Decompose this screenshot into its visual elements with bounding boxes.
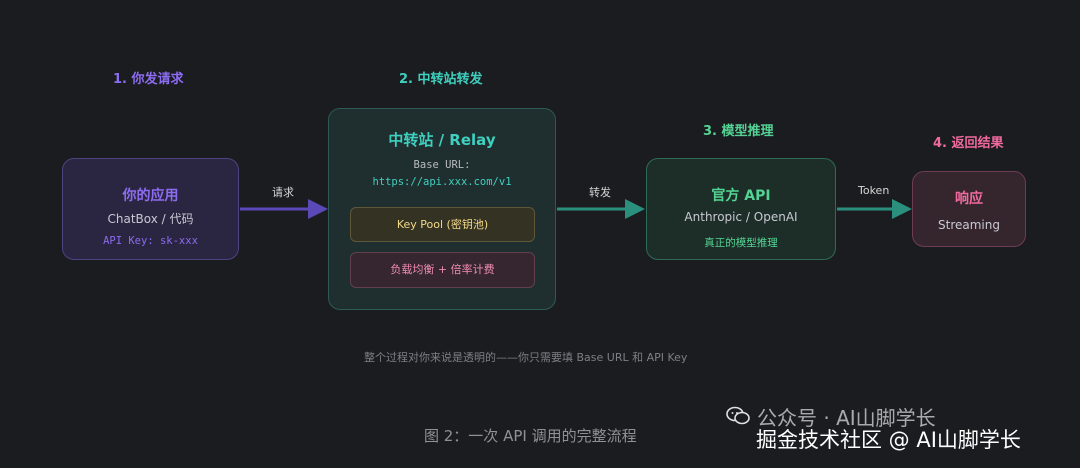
response-subtitle: Streaming: [938, 218, 1000, 232]
footnote: 整个过程对你来说是透明的——你只需要填 Base URL 和 API Key: [364, 351, 688, 364]
step-4-label: 4. 返回结果: [933, 136, 1004, 151]
official-api-node: 官方 API Anthropic / OpenAI 真正的模型推理: [646, 158, 836, 260]
figure-caption: 图 2：一次 API 调用的完整流程: [424, 427, 637, 445]
api-subtitle: Anthropic / OpenAI: [684, 210, 798, 224]
edge-label-token: Token: [858, 184, 890, 197]
site-watermark: 掘金技术社区 @ AI山脚学长: [756, 428, 1021, 452]
wechat-icon: [726, 406, 750, 426]
client-title: 你的应用: [122, 188, 179, 204]
relay-title: 中转站 / Relay: [388, 131, 496, 149]
edge-label-request: 请求: [272, 186, 294, 199]
arrow-request: [240, 199, 328, 219]
load-balance-panel: 负载均衡 + 倍率计费: [350, 252, 535, 288]
wechat-watermark: 公众号 · AI山脚学长: [757, 406, 936, 430]
step-2-label: 2. 中转站转发: [399, 72, 483, 87]
arrow-token: [837, 199, 912, 219]
key-pool-panel: Key Pool (密钥池): [350, 207, 535, 242]
relay-base-url-label: Base URL:: [413, 159, 471, 171]
api-title: 官方 API: [711, 188, 771, 204]
response-node: 响应 Streaming: [912, 171, 1026, 247]
api-note: 真正的模型推理: [704, 237, 778, 249]
client-app-node: 你的应用 ChatBox / 代码 API Key: sk-xxx: [62, 158, 239, 260]
client-api-key: API Key: sk-xxx: [103, 235, 198, 247]
step-1-label: 1. 你发请求: [113, 72, 184, 87]
relay-base-url: https://api.xxx.com/v1: [372, 176, 512, 188]
client-subtitle: ChatBox / 代码: [107, 212, 194, 226]
response-title: 响应: [955, 191, 983, 207]
edge-label-forward: 转发: [589, 186, 611, 199]
step-3-label: 3. 模型推理: [703, 124, 774, 139]
arrow-forward: [557, 199, 645, 219]
